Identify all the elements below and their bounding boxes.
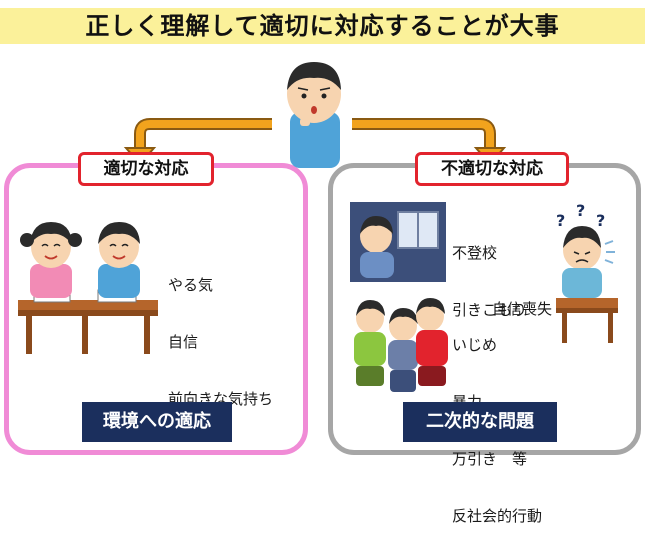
issue-antisocial-behavior: 反社会的行動 (452, 507, 543, 525)
withdrawn-child-illustration (350, 202, 446, 282)
effect-motivation: やる気 (168, 276, 214, 294)
happy-students-illustration (18, 222, 158, 354)
svg-text:?: ? (556, 211, 565, 230)
issue-shoplifting: 万引き 等 (452, 450, 528, 468)
withdrawal-list: 不登校 引きこもり (452, 206, 527, 339)
inappropriate-response-label: 不適切な対応 (415, 152, 569, 186)
central-boy-illustration (287, 62, 341, 168)
appropriate-response-label: 適切な対応 (78, 152, 214, 186)
svg-text:?: ? (576, 201, 585, 220)
adaptation-footer: 環境への適応 (82, 402, 232, 442)
issue-social-withdrawal: 引きこもり (452, 301, 528, 319)
bullying-illustration (354, 298, 448, 392)
issue-loss-of-confidence: 自信喪失 (492, 300, 553, 318)
title-band (0, 8, 645, 44)
sad-boy-illustration: ? ? ? (556, 201, 618, 343)
secondary-problems-footer: 二次的な問題 (403, 402, 557, 442)
issue-bullying: いじめ (452, 336, 498, 354)
confidence-loss-list: 自信喪失 (492, 262, 552, 338)
page-title: 正しく理解して適切に対応することが大事 (85, 12, 560, 40)
issue-school-refusal: 不登校 (452, 244, 498, 262)
svg-text:?: ? (596, 211, 605, 230)
positive-effects-list: やる気 自信 前向きな気持ち (168, 238, 273, 428)
illustration-layer: ? ? ? (18, 62, 618, 392)
effect-confidence: 自信 (168, 333, 199, 351)
